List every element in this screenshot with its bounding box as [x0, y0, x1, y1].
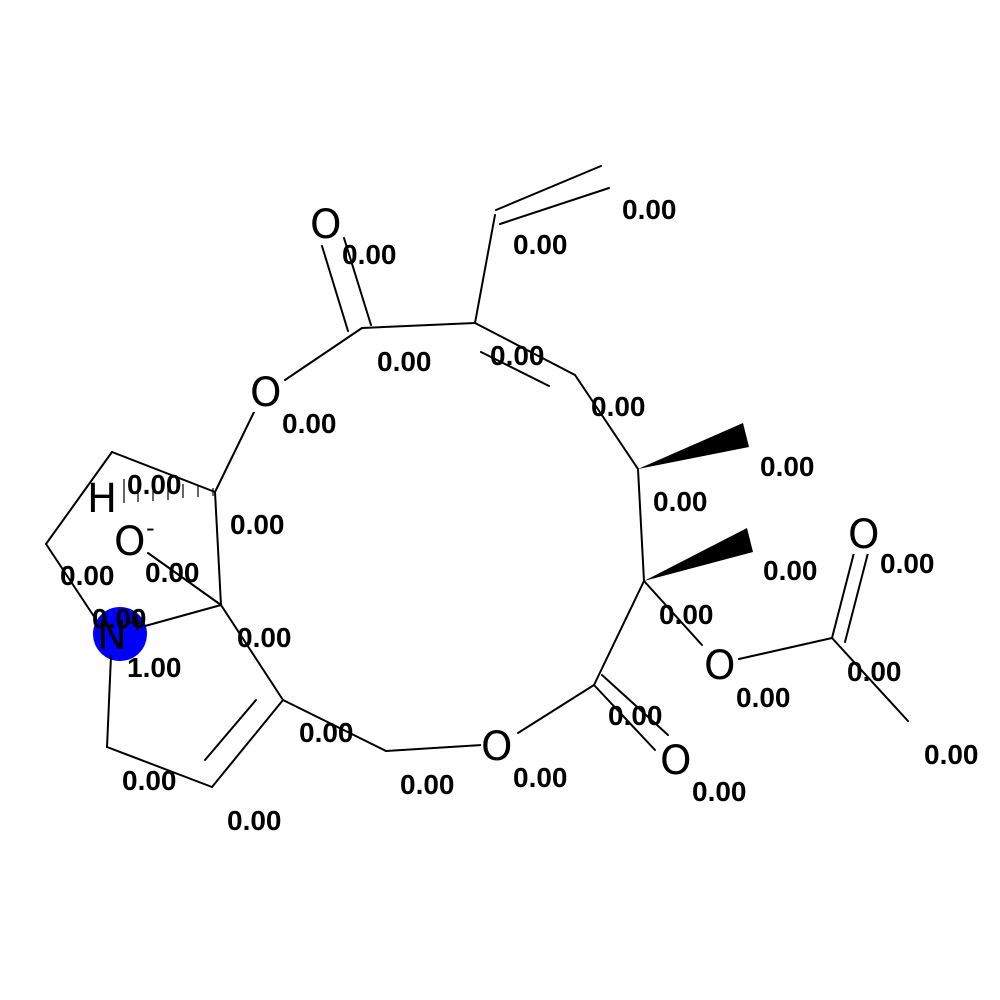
- bond-carbonyl-lower-1: [593, 684, 656, 751]
- value-label: 0.00: [924, 739, 979, 770]
- bond-ch2-n: [106, 655, 112, 748]
- value-label: 0.00: [513, 762, 568, 793]
- bonds: [45, 165, 909, 788]
- bond-acetyl-carbonyl-1: [831, 544, 857, 639]
- bond-vinyl-double-1: [495, 165, 602, 211]
- bond-ring-r1: [574, 374, 639, 470]
- bond-upper-ring-2: [45, 451, 113, 545]
- bond-o-carbonyl-top: [284, 327, 363, 381]
- value-label: 0.00: [60, 560, 115, 591]
- atom-h-stereo: H: [87, 476, 117, 522]
- value-label: 0.00: [760, 451, 815, 482]
- n-highlight: [93, 607, 147, 661]
- value-label: 0.00: [299, 717, 354, 748]
- value-label: 0.00: [122, 765, 177, 796]
- value-label: 0.00: [513, 229, 568, 260]
- value-label: 0.00: [127, 469, 182, 500]
- atom-value-labels: 0.00 0.00 0.00 0.00 0.00 0.00 0.00 0.00 …: [60, 194, 979, 836]
- value-label: 0.00: [237, 622, 292, 653]
- bond-carbonyl-top-1: [321, 245, 349, 332]
- bond-c-ch2: [106, 746, 213, 788]
- bond-upper-ring-1: [111, 451, 216, 493]
- atom-o-acetoxy: O: [704, 643, 735, 689]
- bond-c-alpha: [361, 322, 476, 329]
- atom-o-ring-lower: O: [481, 724, 512, 770]
- bond-ethylidene-1: [474, 322, 576, 376]
- value-label: 0.00: [92, 603, 147, 634]
- bond-o-ch2: [385, 744, 483, 752]
- bond-carbonyl-top-2: [343, 237, 372, 326]
- value-label: 0.00: [227, 805, 282, 836]
- atom-o-oxide-charge: -: [146, 514, 155, 542]
- bond-acetyl-carbonyl-2: [844, 548, 870, 643]
- bond-bridge-c: [214, 491, 222, 606]
- bond-c-c-double-1: [211, 699, 284, 788]
- value-label: 0.00: [847, 656, 902, 687]
- bond-ester-lower: [517, 684, 595, 734]
- value-label: 0.00: [342, 239, 397, 270]
- value-label: 0.00: [377, 346, 432, 377]
- value-label: 0.00: [490, 340, 545, 371]
- bond-n-bridge: [144, 604, 222, 627]
- wedge-methyl-upper: [638, 423, 749, 469]
- atom-labels: O O O O O O O - N + H: [87, 202, 879, 784]
- value-label: 0.00: [230, 509, 285, 540]
- bond-ring-r2: [637, 468, 645, 582]
- bond-carbonyl-lower-2: [601, 674, 669, 736]
- value-label: 0.00: [659, 599, 714, 630]
- value-label: 0.00: [653, 486, 708, 517]
- atom-n-plus: N: [97, 613, 127, 659]
- value-label: 0.00: [400, 769, 455, 800]
- value-label: 0.00: [282, 408, 337, 439]
- hash-bond-h: [123, 479, 214, 503]
- value-label: 0.00: [736, 682, 791, 713]
- bond-ethylidene-2: [480, 351, 550, 387]
- atom-o-oxide: O: [114, 519, 145, 565]
- value-label: 0.00: [608, 700, 663, 731]
- bond-upper-ring-3: [45, 543, 96, 619]
- bond-bridge-o: [147, 552, 222, 606]
- bond-c-bridge-lower: [220, 604, 284, 701]
- wedge-methyl-lower: [644, 528, 753, 581]
- bond-ring-r3: [593, 580, 645, 686]
- value-label: 0.00: [591, 391, 646, 422]
- bond-c-c-double-2: [204, 699, 257, 761]
- atom-o-acetyl-carbonyl: O: [848, 512, 879, 558]
- atom-o-carbonyl-lower: O: [660, 738, 691, 784]
- bond-acetyl-methyl: [831, 637, 909, 722]
- value-label: 0.00: [622, 194, 677, 225]
- value-label: 0.00: [880, 548, 935, 579]
- value-label: 1.00: [127, 652, 182, 683]
- bond-vinyl-double-2: [499, 187, 610, 225]
- value-label: 0.00: [692, 776, 747, 807]
- atom-o-ring-upper: O: [250, 370, 281, 416]
- value-label: 0.00: [145, 557, 200, 588]
- stereo-bonds: [123, 423, 753, 581]
- value-label: 0.00: [763, 555, 818, 586]
- atom-n-plus-charge: +: [127, 608, 147, 636]
- bond-vinyl-single: [474, 214, 496, 324]
- bond-ch2-c: [282, 699, 387, 752]
- bond-c-o-ring: [214, 407, 257, 493]
- bond-c-acetoxy-o: [643, 580, 703, 646]
- label-masks: [114, 204, 880, 780]
- bond-acetoxy-o-c: [738, 637, 833, 660]
- atom-o-carbonyl-top: O: [310, 202, 341, 248]
